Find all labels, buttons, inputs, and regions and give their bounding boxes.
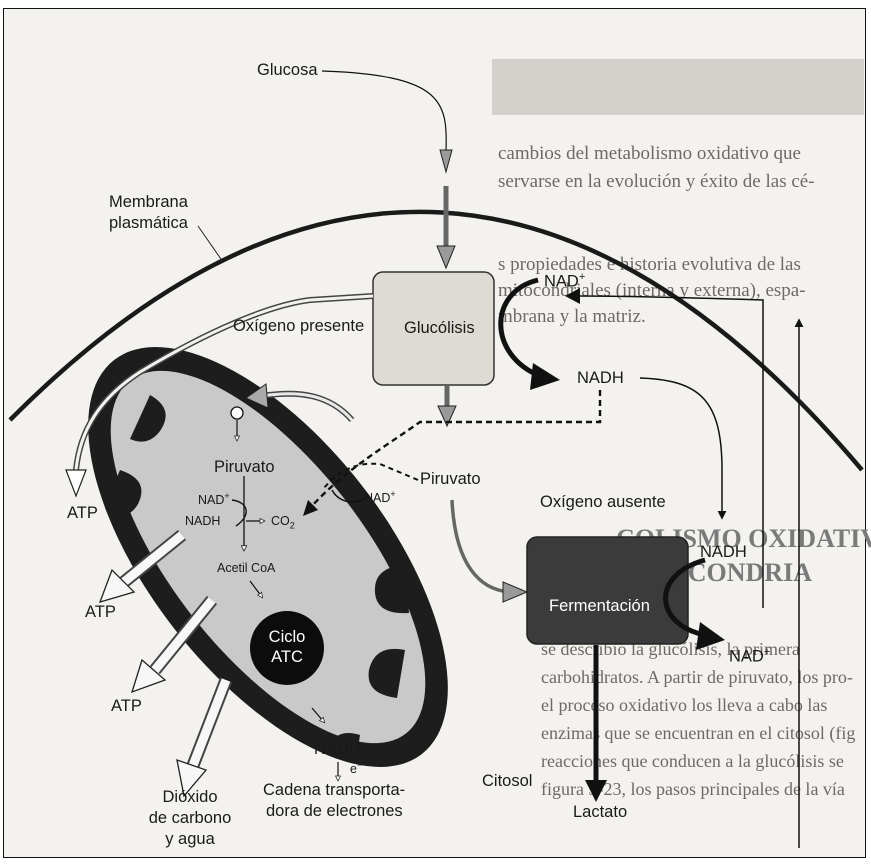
label-dioxido: Dióxido [140,788,240,807]
label-nadh-top: NADH [577,369,624,388]
glucose-arrow [440,150,452,172]
label-atp-3: ATP [111,697,142,716]
label-electron: e− [350,758,362,776]
co2-water-arrow-inner [192,680,226,768]
label-nad-plus-mito: NAD+ [198,489,230,507]
label-acetil-coa: Acetil CoA [217,561,275,575]
label-fermentacion: Fermentación [549,597,650,616]
fermentacion-box [527,537,688,644]
label-ciclo: Ciclo [257,628,317,647]
glucose-to-glycolysis-arrowhead [437,246,455,268]
label-nad-plus-mito-entry: NAD+ [364,487,396,505]
label-nadh-mito: NADH [185,514,220,528]
label-co2: CO2 [271,514,295,533]
pyruvate-to-fermentation [452,500,510,592]
nad-loop-glycolysis-arrowhead [530,363,560,390]
label-cadena-2: dora de electrones [266,802,403,821]
label-oxigeno-presente: Oxígeno presente [233,317,364,336]
label-nad-plus-top: NAD+ [544,268,585,292]
label-y-agua: y agua [140,830,240,849]
label-nad-plus-fermentation: NAD+ [729,643,770,667]
label-de-carbono: de carbono [140,809,240,828]
glucose-line [322,71,446,150]
label-glucolisis: Glucólisis [404,319,475,338]
label-piruvato-mito: Piruvato [214,458,275,477]
label-atp-1: ATP [67,504,98,523]
label-citosol: Citosol [482,772,532,791]
nad-loop-glycolysis [501,280,540,376]
label-plasmatica: plasmática [109,214,188,233]
membrane-leader-line [198,226,223,262]
label-glucosa: Glucosa [257,61,318,80]
label-nadh-fermentation: NADH [700,543,747,562]
label-piruvato-cytosol: Piruvato [420,470,481,489]
label-atc: ATC [257,648,317,667]
label-membrana: Membrana [109,193,188,212]
label-cadena-1: Cadena transporta- [263,781,405,800]
glycolysis-atp-arrowhead [66,470,86,496]
label-lactato: Lactato [573,803,627,822]
label-oxigeno-ausente: Oxígeno ausente [540,493,666,512]
nad-loop-fermentation-arrowhead [696,622,725,650]
pyruvate-to-fermentation-arrowhead [503,582,527,602]
label-nadh-cycle: NADH [314,740,361,759]
oxygen-molecule [231,407,243,419]
label-atp-2: ATP [85,603,116,622]
fermentation-to-lactate-arrowhead [585,780,607,802]
